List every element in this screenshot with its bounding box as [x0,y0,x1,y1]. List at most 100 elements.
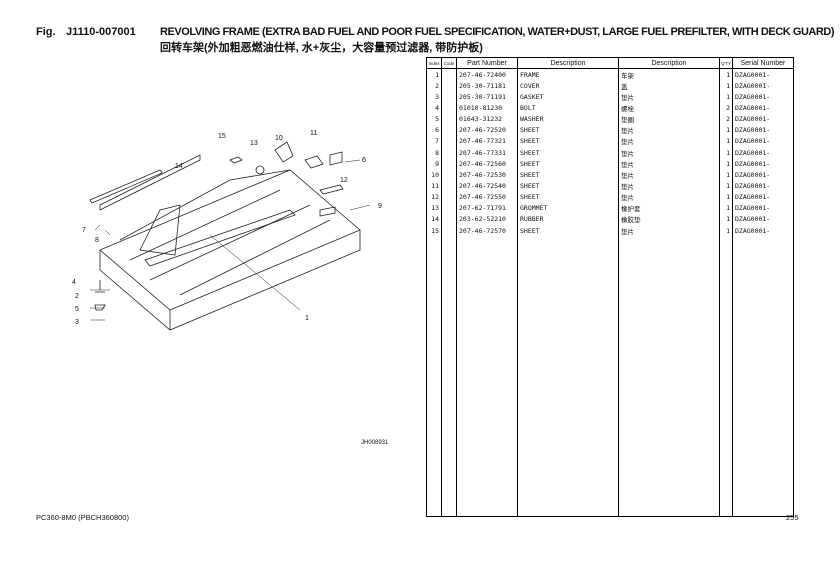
cell-serial-number: DZAG0001- [732,213,794,225]
cell-code [441,202,457,214]
cell-serial-number: DZAG0001- [732,113,794,125]
cell-description-cn: 垫圈 [618,113,720,125]
filler-cell [456,236,518,518]
cell-code [441,224,457,237]
cell-index: 3 [426,91,442,103]
callout-9: 9 [378,203,382,210]
cell-description-en: SHEET [517,135,619,147]
cell-description-cn: 橡胶垫 [618,213,720,225]
cell-index: 8 [426,146,442,159]
cell-serial-number: DZAG0001- [732,191,794,203]
cell-part-number: 207-46-77321 [456,135,518,147]
cell-index: 1 [426,68,442,81]
cell-description-cn: 盖 [618,80,720,92]
cell-part-number: 207-46-72540 [456,180,518,192]
cell-description-en: COVER [517,80,619,92]
callout-6: 6 [362,157,366,164]
cell-description-cn: 垫片 [618,191,720,203]
cell-qty: 1 [719,180,733,192]
fig-label: Fig. [36,26,56,38]
page-number: 255 [786,513,799,522]
cell-code [441,135,457,147]
cell-index: 5 [426,113,442,125]
cell-part-number: 207-62-71791 [456,202,518,214]
cell-part-number: 207-46-72550 [456,191,518,203]
cell-part-number: 205-30-71181 [456,80,518,92]
cell-qty: 1 [719,68,733,81]
cell-qty: 1 [719,124,733,136]
filler-cell [426,236,442,518]
cell-code [441,80,457,92]
cell-serial-number: DZAG0001- [732,158,794,170]
callout-2: 2 [75,293,79,300]
cell-part-number: 207-46-77331 [456,146,518,159]
cell-part-number: 207-46-72530 [456,169,518,181]
cell-description-cn: 垫片 [618,180,720,192]
cell-part-number: 207-46-72560 [456,158,518,170]
cell-description-cn: 垫片 [618,135,720,147]
col-qty: Q'TY [719,57,733,69]
col-description-cn: Description [618,57,720,69]
cell-description-en: WASHER [517,113,619,125]
cell-description-en: GROMMET [517,202,619,214]
col-serial-number: Serial Number [732,57,794,69]
cell-description-cn: 垫片 [618,169,720,181]
cell-index: 6 [426,124,442,136]
cell-serial-number: DZAG0001- [732,102,794,114]
cell-code [441,169,457,181]
cell-index: 2 [426,80,442,92]
cell-part-number: 207-46-72570 [456,224,518,237]
cell-code [441,68,457,81]
cell-serial-number: DZAG0001- [732,169,794,181]
callout-11: 11 [310,130,317,137]
callout-12: 12 [340,177,348,184]
cell-qty: 2 [719,102,733,114]
cell-description-en: RUBBER [517,213,619,225]
exploded-parts-drawing: 1 2 3 4 5 6 7 8 9 10 11 12 13 14 15 [72,130,382,331]
cell-description-en: SHEET [517,169,619,181]
model-footer: PC360-8M0 (PBCH360800) [36,513,129,522]
cell-index: 11 [426,180,442,192]
cell-index: 15 [426,224,442,237]
cell-code [441,191,457,203]
col-description-en: Description [517,57,619,69]
cell-index: 10 [426,169,442,181]
cell-index: 9 [426,158,442,170]
cell-qty: 1 [719,169,733,181]
cell-code [441,102,457,114]
cell-index: 14 [426,213,442,225]
cell-serial-number: DZAG0001- [732,146,794,159]
cell-code [441,113,457,125]
cell-description-cn: 垫片 [618,146,720,159]
cell-code [441,91,457,103]
cell-description-cn: 垫片 [618,91,720,103]
callout-14: 14 [175,163,183,170]
cell-serial-number: DZAG0001- [732,180,794,192]
cell-description-cn: 垫片 [618,224,720,237]
callout-3: 3 [75,319,79,326]
filler-cell [441,236,457,518]
cell-qty: 1 [719,135,733,147]
callout-10: 10 [275,135,283,142]
cell-index: 13 [426,202,442,214]
cell-description-en: BOLT [517,102,619,114]
cell-description-en: FRAME [517,68,619,81]
cell-description-cn: 螺栓 [618,102,720,114]
cell-serial-number: DZAG0001- [732,124,794,136]
callout-13: 13 [250,140,258,147]
cell-part-number: 207-46-72400 [456,68,518,81]
cell-description-cn: 垫片 [618,124,720,136]
page-subtitle: 回转车架(外加粗恶燃油仕样, 水+灰尘，大容量预过滤器, 带防护板) [160,42,483,54]
filler-cell [618,236,720,518]
cell-description-en: SHEET [517,124,619,136]
cell-serial-number: DZAG0001- [732,68,794,81]
